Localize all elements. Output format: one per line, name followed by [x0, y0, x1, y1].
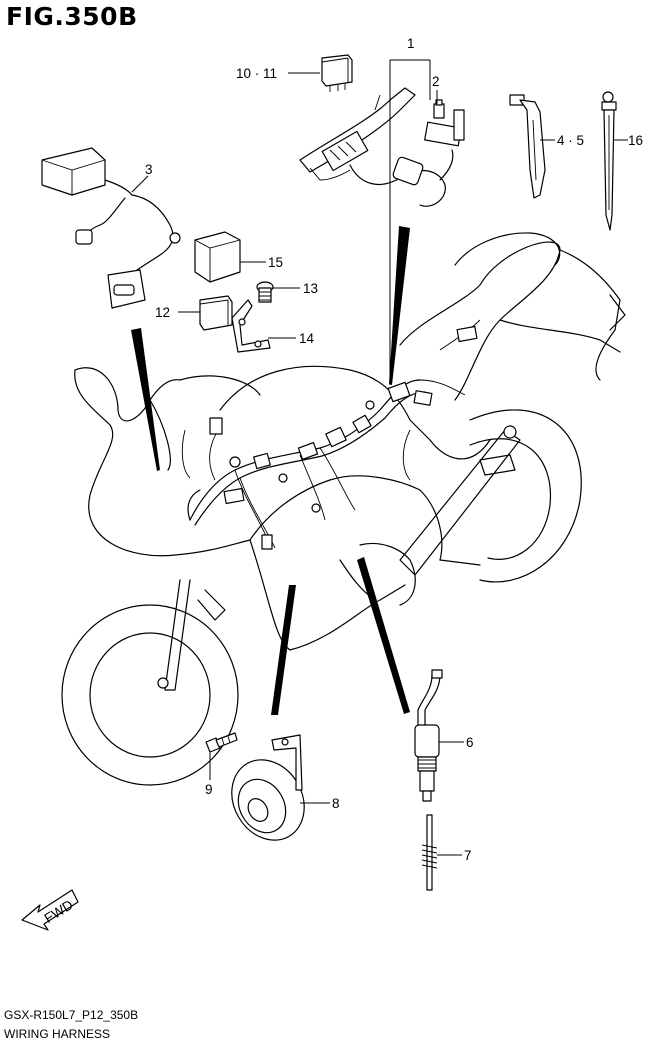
callout-8: 8 — [332, 796, 340, 811]
figure-title: FIG.350B — [6, 2, 138, 31]
callout-9: 9 — [205, 782, 213, 797]
part-7-spring — [421, 814, 438, 891]
callout-13: 13 — [303, 281, 318, 296]
part-9-bolt — [205, 732, 238, 753]
callout-16: 16 — [628, 133, 643, 148]
callout-12: 12 — [155, 305, 170, 320]
callout-2: 2 — [432, 74, 440, 89]
part-15-relay — [194, 231, 241, 283]
part-8-horn — [231, 734, 305, 841]
callout-3: 3 — [145, 162, 153, 177]
leader-pointers — [131, 226, 410, 715]
part-4-5-clamp — [509, 94, 546, 199]
callout-10-11: 10 · 11 — [236, 66, 277, 81]
callout-6: 6 — [466, 735, 474, 750]
part-3-component — [41, 147, 181, 309]
part-16-cable-tie — [601, 91, 617, 231]
callout-1: 1 — [407, 36, 415, 51]
callout-15: 15 — [268, 255, 283, 270]
part-2-fuse — [433, 99, 445, 119]
part-12-relay — [199, 295, 233, 331]
callout-leaders — [131, 59, 628, 856]
callout-7: 7 — [464, 848, 472, 863]
main-wiring-harness — [181, 319, 481, 550]
fwd-arrow: FWD — [21, 889, 79, 931]
figure-code: GSX-R150L7_P12_350B — [4, 1008, 139, 1022]
callout-4-5: 4 · 5 — [557, 133, 584, 148]
part-13-screw — [256, 281, 274, 303]
motorcycle-outline — [61, 232, 626, 786]
part-1-harness-detail — [299, 87, 465, 207]
part-6-plug — [414, 669, 443, 802]
callout-14: 14 — [299, 331, 315, 346]
part-10-11-relay — [321, 54, 353, 92]
figure-name: WIRING HARNESS — [4, 1027, 111, 1041]
part-14-bracket — [231, 299, 271, 353]
